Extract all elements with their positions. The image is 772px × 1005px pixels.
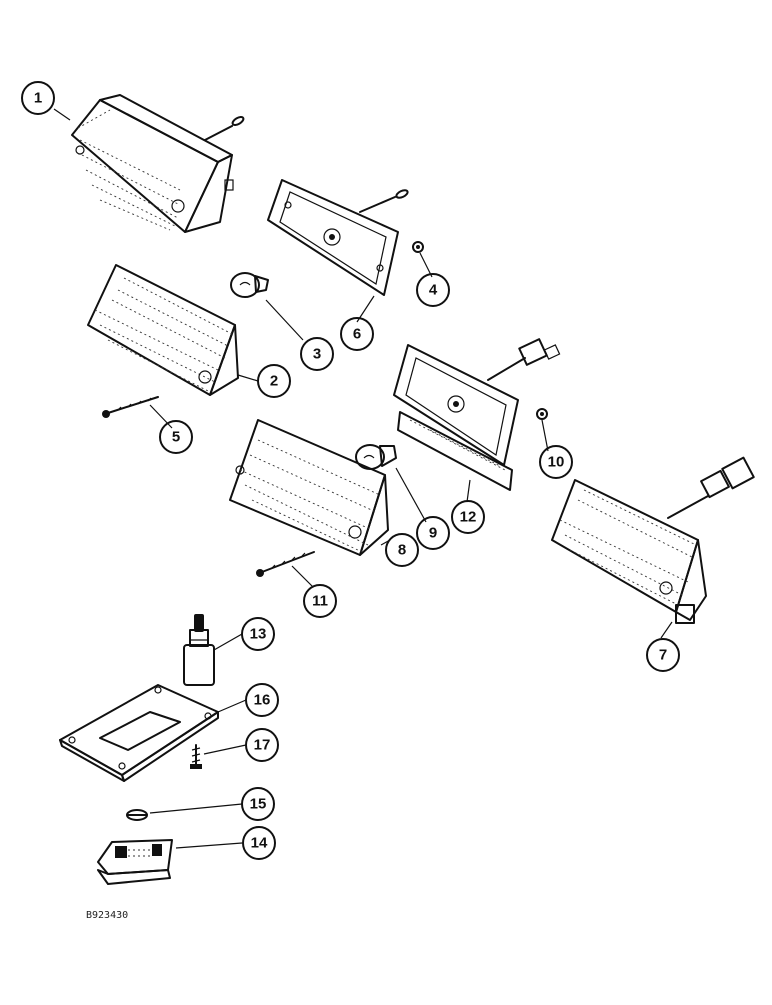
callout-11-label: 11 bbox=[312, 593, 328, 610]
callout-8-label: 8 bbox=[398, 542, 406, 559]
callout-11: 11 bbox=[303, 584, 337, 618]
callout-4: 4 bbox=[416, 273, 450, 307]
bulb-icon bbox=[126, 809, 148, 821]
callout-3: 3 bbox=[300, 337, 334, 371]
callout-2: 2 bbox=[257, 364, 291, 398]
lamp-housing-icon bbox=[71, 94, 245, 233]
lamp-base-icon bbox=[97, 839, 173, 885]
callout-12: 12 bbox=[451, 500, 485, 534]
lamp-lens-icon bbox=[229, 419, 389, 556]
screw-icon bbox=[256, 551, 315, 577]
lamp-lens-icon bbox=[87, 264, 239, 396]
callout-5: 5 bbox=[159, 420, 193, 454]
callout-2-label: 2 bbox=[270, 373, 278, 390]
gasket-icon bbox=[267, 179, 409, 296]
callout-10-label: 10 bbox=[548, 454, 565, 471]
callout-16-label: 16 bbox=[254, 692, 271, 709]
callout-6: 6 bbox=[340, 317, 374, 351]
screw-icon bbox=[102, 396, 159, 418]
callout-13-label: 13 bbox=[250, 626, 267, 643]
callout-6-label: 6 bbox=[353, 326, 361, 343]
callout-10: 10 bbox=[539, 445, 573, 479]
nut-icon bbox=[536, 408, 548, 420]
callout-14: 14 bbox=[242, 826, 276, 860]
callout-15: 15 bbox=[241, 787, 275, 821]
callout-9: 9 bbox=[416, 516, 450, 550]
leader-lines bbox=[53, 108, 673, 849]
figure-code: B923430 bbox=[86, 910, 128, 921]
lamp-housing-icon bbox=[551, 456, 755, 624]
callout-17: 17 bbox=[245, 728, 279, 762]
callout-8: 8 bbox=[385, 533, 419, 567]
callout-4-label: 4 bbox=[429, 282, 438, 299]
nut-icon bbox=[412, 241, 424, 253]
callout-1: 1 bbox=[21, 81, 55, 115]
screw-icon bbox=[190, 744, 202, 769]
gasket-icon bbox=[393, 338, 561, 491]
callout-9-label: 9 bbox=[429, 525, 437, 542]
callout-7: 7 bbox=[646, 638, 680, 672]
switch-icon bbox=[183, 614, 215, 686]
callout-3-label: 3 bbox=[313, 346, 321, 363]
callout-16: 16 bbox=[245, 683, 279, 717]
callout-14-label: 14 bbox=[251, 835, 268, 852]
callout-17-label: 17 bbox=[254, 737, 271, 754]
callout-13: 13 bbox=[241, 617, 275, 651]
callout-1-label: 1 bbox=[34, 90, 42, 107]
callout-5-label: 5 bbox=[172, 429, 180, 446]
callout-7-label: 7 bbox=[659, 647, 667, 664]
callout-12-label: 12 bbox=[460, 509, 477, 526]
bulb-icon bbox=[230, 272, 269, 298]
callout-15-label: 15 bbox=[250, 796, 267, 813]
